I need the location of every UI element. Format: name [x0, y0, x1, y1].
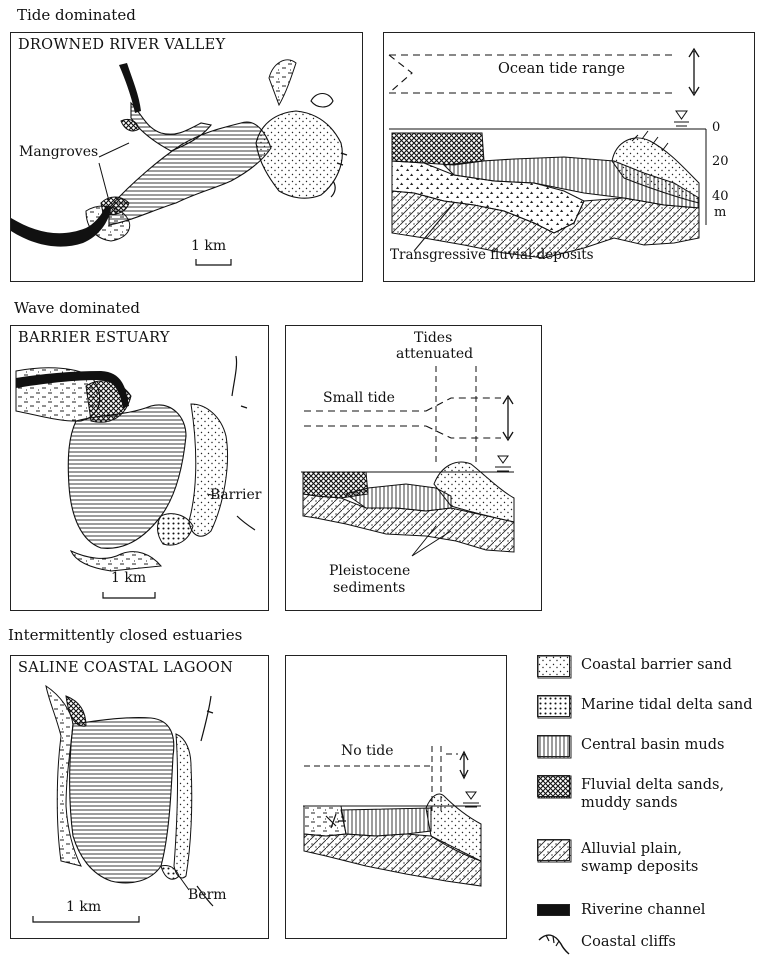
scale-bar: [103, 592, 155, 598]
legend-item-barrier-sand: Coastal barrier sand: [537, 655, 762, 679]
legend-label: Coastal barrier sand: [581, 656, 732, 674]
pleistocene-label-2: sediments: [333, 580, 405, 596]
lagoon-map-drawing: [11, 656, 270, 940]
legend-item-alluvial: Alluvial plain, swamp deposits: [537, 839, 762, 863]
saline-lagoon-section: No tide: [285, 655, 507, 939]
legend-item-fluvial-delta: Fluvial delta sands, muddy sands: [537, 775, 762, 799]
fluvial-delta-section: [392, 133, 484, 165]
section-title-closed: Intermittently closed estuaries: [8, 626, 242, 644]
scale-label: 1 km: [191, 238, 226, 254]
cliffs-icon: [537, 932, 570, 954]
scale-bar: [196, 259, 231, 265]
saline-lagoon-map: SALINE COASTAL LAGOON Berm 1 km: [10, 655, 269, 939]
legend-item-basin-muds: Central basin muds: [537, 735, 762, 759]
scale-label: 1 km: [111, 570, 146, 586]
depth-tick-20: 20: [712, 154, 729, 169]
legend-label: Riverine channel: [581, 901, 705, 919]
tidal-delta-area: [256, 111, 342, 198]
depth-tick-40: 40: [712, 189, 729, 204]
basin-muds-section: [341, 808, 431, 836]
barrier-section-drawing: [286, 326, 543, 612]
barrier-estuary-map: BARRIER ESTUARY Barrier 1 km: [10, 325, 269, 611]
fluvial-delta-swatch: [537, 775, 570, 797]
ocean-tide-range-label: Ocean tide range: [498, 61, 625, 77]
depth-unit: m: [714, 205, 726, 220]
barrier-sand-swatch: [537, 655, 570, 677]
tides-label-1: Tides: [414, 330, 452, 346]
depth-tick-0: 0: [712, 120, 720, 135]
berm-label: Berm: [188, 887, 227, 903]
legend-label: Marine tidal delta sand: [581, 696, 753, 714]
legend-label: Coastal cliffs: [581, 933, 676, 951]
barrier-sand-area: [174, 734, 192, 878]
legend-label: Fluvial delta sands,: [581, 776, 724, 794]
legend-item-riverine: Riverine channel: [537, 900, 762, 924]
basin-muds-area: [70, 718, 174, 883]
drowned-river-valley-map: DROWNED RIVER VALLEY Mangroves 1 km: [10, 32, 363, 282]
drowned-river-valley-section: Ocean tide range 0 20 40 m Transgressive…: [383, 32, 755, 282]
legend-label: Central basin muds: [581, 736, 724, 754]
legend-label: Alluvial plain,: [581, 840, 682, 858]
scale-label: 1 km: [66, 899, 101, 915]
section-title-tide: Tide dominated: [17, 6, 136, 24]
small-tide-label: Small tide: [323, 390, 395, 406]
barrier-estuary-section: Tides attenuated Small tide Pleistocene …: [285, 325, 542, 611]
barrier-label: Barrier: [210, 487, 261, 503]
tidal-delta-swatch: [537, 695, 570, 717]
legend-label-line2: swamp deposits: [581, 858, 698, 876]
legend-label-line2: muddy sands: [581, 794, 678, 812]
scale-bar: [33, 916, 139, 922]
basin-muds-swatch: [537, 735, 570, 757]
tides-label-2: attenuated: [396, 346, 473, 362]
barrier-sand-area: [189, 404, 228, 536]
mangroves-label: Mangroves: [19, 144, 98, 160]
lagoon-section-drawing: [286, 656, 508, 940]
riverine-swatch: [537, 904, 570, 916]
alluvial-swatch: [537, 839, 570, 861]
legend-item-tidal-delta: Marine tidal delta sand: [537, 695, 762, 719]
section-title-wave: Wave dominated: [14, 299, 140, 317]
transgressive-label: Transgressive fluvial deposits: [390, 247, 594, 263]
legend-item-cliffs: Coastal cliffs: [537, 932, 762, 956]
tidal-delta-area: [157, 514, 193, 545]
no-tide-label: No tide: [341, 743, 393, 759]
pleistocene-label-1: Pleistocene: [329, 563, 410, 579]
